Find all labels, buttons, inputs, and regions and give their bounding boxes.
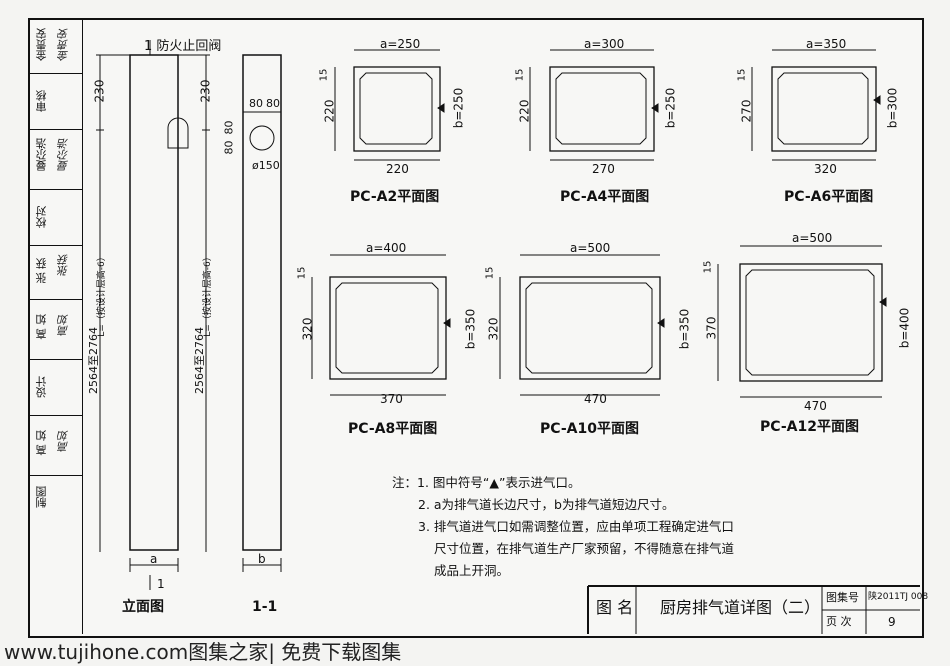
length-label-right: L=（按设计层高-6） [202, 252, 213, 337]
signature-row: 张 获张获 [28, 246, 82, 300]
note-line: 尺寸位置，在排气道生产厂家预留，不得随意在排气道 [434, 541, 735, 556]
signature-row: 校对 [28, 190, 82, 246]
plan-caption: PC-A6平面图 [784, 189, 874, 205]
note-line: 3. 排气道进气口如需调整位置，应由单项工程确定进气口 [418, 519, 734, 534]
dim-80-c: 80 [222, 120, 236, 135]
plan-A8 [311, 254, 451, 396]
dim-230-right: 230 [198, 79, 213, 103]
plan-A10 [499, 254, 665, 396]
plan-b-dim: b=400 [897, 307, 912, 349]
plan-b-dim: b=350 [677, 308, 692, 350]
signature-row: 审核 [28, 74, 82, 130]
dim-length-left: 2564至2764 [87, 327, 100, 394]
plan-b-dim: b=300 [885, 87, 900, 129]
dim-80-a: 80 [249, 97, 263, 110]
page-label: 页 次 [826, 615, 852, 628]
dim-diameter: ø150 [252, 159, 280, 172]
section-outline [242, 54, 282, 551]
note-line: 成品上开洞。 [434, 563, 510, 578]
plan-b-dim: b=250 [663, 87, 678, 129]
plan-inner-h: 320 [486, 317, 501, 341]
width-label-a: a [150, 552, 158, 566]
plan-a-dim: a=300 [584, 37, 625, 51]
atlas-label: 图集号 [826, 591, 859, 604]
plan-b-dim: b=350 [463, 308, 478, 350]
note-line: 2. a为排气道长边尺寸，b为排气道短边尺寸。 [418, 497, 675, 512]
atlas-number: 陕2011TJ 008 [868, 592, 929, 602]
section-caption: 1-1 [252, 599, 278, 615]
plan-caption: PC-A4平面图 [560, 189, 650, 205]
plan-inner-w: 320 [814, 162, 837, 176]
elevation-outline [129, 54, 179, 551]
signature-row: 高 如高如 [28, 300, 82, 360]
dim-80-d: 80 [222, 140, 236, 155]
notes-block: 注：1. 图中符号“▲”表示进气口。 2. a为排气道长边尺寸，b为排气道短边尺… [392, 472, 734, 582]
page-number: 9 [888, 615, 896, 629]
plan-edge-dim: 15 [318, 68, 330, 82]
signature-row: 金贵安金贵安 [28, 18, 82, 74]
note-line: 1. 图中符号“▲”表示进气口。 [417, 475, 581, 490]
plan-inner-h: 220 [517, 99, 532, 123]
elevation-caption: 立面图 [122, 599, 164, 615]
dim-230-left: 230 [92, 79, 107, 103]
plan-a-dim: a=400 [366, 241, 407, 255]
notes-prefix: 注： [392, 475, 418, 490]
plan-caption: PC-A8平面图 [348, 421, 438, 437]
plan-b-dim: b=250 [451, 87, 466, 129]
signature-row: 高 如高如 [28, 416, 82, 476]
signature-column: 金贵安金贵安 审核 曼尕浩曼尕浩 校对 张 获张获 高 如高如 设计 高 如高如… [28, 18, 83, 634]
plan-inner-w: 470 [804, 399, 827, 413]
plan-edge-dim: 15 [702, 260, 714, 274]
damper-circle [249, 125, 275, 151]
watermark: www.tujihone.com图集之家| 免费下载图集 [4, 640, 402, 664]
plan-edge-dim: 15 [514, 68, 526, 82]
plan-inner-h: 370 [704, 316, 719, 340]
plan-inner-h: 220 [322, 99, 337, 123]
plan-inner-h: 320 [300, 317, 315, 341]
plan-inner-w: 220 [386, 162, 409, 176]
plan-edge-dim: 15 [296, 266, 308, 280]
plan-caption: PC-A12平面图 [760, 419, 859, 435]
plan-a-dim: a=500 [792, 231, 833, 245]
plan-a-dim: a=250 [380, 37, 421, 51]
signature-row: 设计 [28, 360, 82, 416]
plan-caption: PC-A10平面图 [540, 421, 639, 437]
plan-A12 [717, 245, 887, 398]
plan-inner-w: 370 [380, 392, 403, 406]
plan-inner-w: 470 [584, 392, 607, 406]
drawing-title: 厨房排气道详图（二） [660, 598, 821, 617]
plan-edge-dim: 15 [484, 266, 496, 280]
plan-A4 [529, 49, 659, 161]
section-number: 1 [157, 577, 165, 591]
dim-length-right: 2564至2764 [193, 327, 206, 394]
section-mark-label: 1 防火止回阀 [144, 39, 222, 54]
length-label-left: L=（按设计层高-6） [96, 252, 107, 337]
plan-A6 [751, 49, 881, 161]
plan-inner-h: 270 [739, 99, 754, 123]
title-label: 图 名 [596, 598, 634, 617]
plan-edge-dim: 15 [736, 68, 748, 82]
plan-caption: PC-A2平面图 [350, 189, 440, 205]
plan-inner-w: 270 [592, 162, 615, 176]
signature-row: 曼尕浩曼尕浩 [28, 130, 82, 190]
plan-A2 [334, 49, 445, 161]
width-label-b: b [258, 552, 266, 566]
dim-80-b: 80 [266, 97, 280, 110]
plan-a-dim: a=500 [570, 241, 611, 255]
fire-damper-symbol [167, 117, 189, 149]
plan-a-dim: a=350 [806, 37, 847, 51]
